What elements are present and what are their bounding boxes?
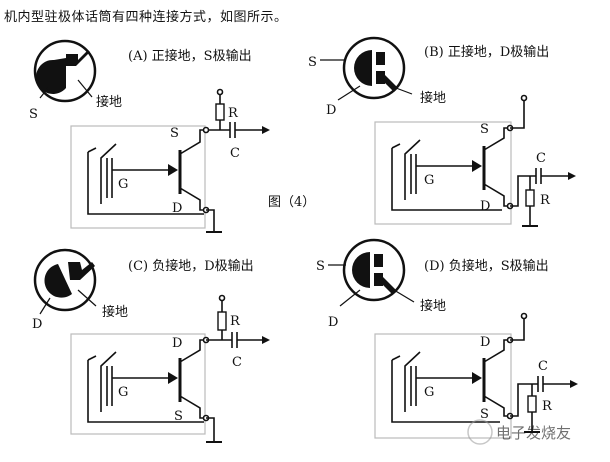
fet-top-terminal-b: S	[480, 122, 489, 137]
capsule-pin-b-bottom: D	[326, 103, 336, 118]
fet-bottom-terminal-a: D	[172, 201, 182, 216]
fet-top-terminal-c: D	[172, 336, 182, 351]
resistor-label-b: R	[540, 193, 551, 208]
ground-pin-a: 接地	[96, 94, 122, 110]
panel-a: S 接地 (A) 正接地，S极输出 S D G R	[29, 39, 270, 233]
caption-b: (B) 正接地，D极输出	[424, 44, 549, 60]
capsule-pin-b-top: S	[308, 55, 317, 70]
capsule-pin-d-bottom: D	[328, 315, 338, 330]
resistor-label-d: R	[542, 399, 553, 414]
panel-c: D 接地 (C) 负接地，D极输出 D S G R C	[32, 248, 270, 443]
figure-label: 图（4）	[268, 195, 315, 210]
resistor-label-c: R	[230, 314, 241, 329]
capsule-d	[328, 238, 415, 307]
ground-pin-d: 接地	[420, 298, 446, 314]
heading: 机内型驻极体话筒有四种连接方式，如图所示。	[4, 10, 288, 25]
capacitor-label-a: C	[230, 146, 240, 161]
watermark: 电子发烧友	[467, 419, 571, 445]
fet-top-terminal-a: S	[170, 126, 179, 141]
capacitor-label-c: C	[232, 355, 242, 370]
ground-pin-c: 接地	[102, 304, 128, 320]
fet-bottom-terminal-c: S	[174, 409, 183, 424]
capsule-pin-a-bottom: S	[29, 107, 38, 122]
caption-d: (D) 负接地，S极输出	[424, 258, 549, 274]
capacitor-label-d: C	[538, 359, 548, 374]
gate-label-c: G	[118, 385, 128, 400]
capsule-b	[320, 36, 413, 101]
watermark-text: 电子发烧友	[496, 424, 571, 442]
resistor-label-a: R	[228, 106, 239, 121]
capsule-c	[33, 248, 97, 315]
gate-label-d: G	[424, 385, 434, 400]
gate-label-a: G	[118, 177, 128, 192]
gate-label-b: G	[424, 173, 434, 188]
capsule-pin-c-bottom: D	[32, 317, 42, 332]
capacitor-label-b: C	[536, 151, 546, 166]
capsule-a	[33, 39, 97, 103]
caption-c: (C) 负接地，D极输出	[128, 258, 254, 274]
fet-bottom-terminal-d: S	[480, 407, 489, 422]
fet-bottom-terminal-b: D	[480, 199, 490, 214]
panel-b: S D 接地 (B) 正接地，D极输出 S D G R C	[308, 36, 576, 227]
caption-a: (A) 正接地，S极输出	[128, 48, 252, 64]
ground-pin-b: 接地	[420, 90, 446, 106]
capsule-pin-d-top: S	[316, 259, 325, 274]
fet-top-terminal-d: D	[480, 335, 490, 350]
panel-d: S D 接地 (D) 负接地，S极输出 D S G R C	[316, 238, 578, 439]
